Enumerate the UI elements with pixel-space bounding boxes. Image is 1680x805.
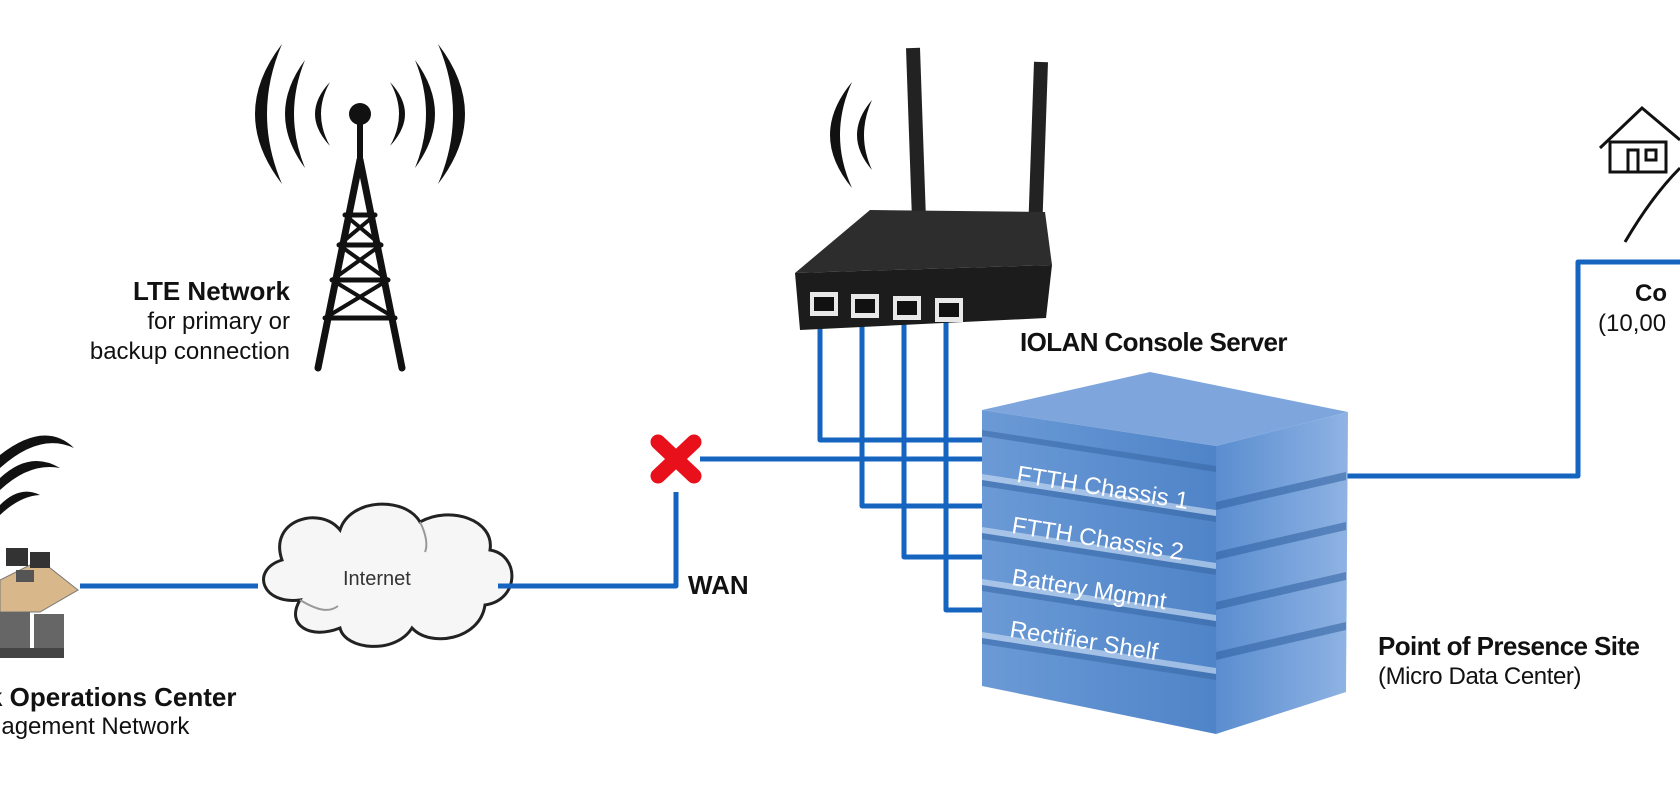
remote-site-subtitle: (10,00 [1598,310,1667,337]
lte-network-title: LTE Network [133,276,290,306]
lte-network-desc-line2: backup connection [89,338,290,365]
point-of-presence-subtitle: (Micro Data Center) [1378,663,1582,690]
console-port2-link [859,318,988,509]
noc-workstation-icon [0,548,79,658]
noc-signal-waves-icon [0,435,74,515]
console-port4-link [943,318,988,613]
point-of-presence-title: Point of Presence Site [1378,631,1640,661]
link-failure-icon [650,434,702,484]
console-port1-link [817,318,988,443]
lte-network-desc-line1: for primary or [147,308,290,335]
internet-label: Internet [343,568,411,590]
remote-site-title: Co [1635,280,1667,307]
console-port3-link [901,318,988,560]
rack-to-site-link [1346,259,1680,479]
noc-title: k Operations Center [0,682,237,712]
noc-subtitle: nagement Network [0,713,190,740]
iolan-signal-waves-icon [830,82,872,188]
internet-cloud-icon [262,502,514,648]
data-center-rack-icon [982,372,1348,734]
iolan-console-server-icon [795,47,1052,330]
network-links [80,259,1680,613]
internet-wan-link [498,492,679,589]
iolan-console-server-label: IOLAN Console Server [1020,327,1287,357]
wan-label: WAN [688,570,749,600]
home-icon [1598,105,1680,243]
lte-tower-icon [314,103,406,372]
lte-signal-waves-icon [255,44,465,184]
